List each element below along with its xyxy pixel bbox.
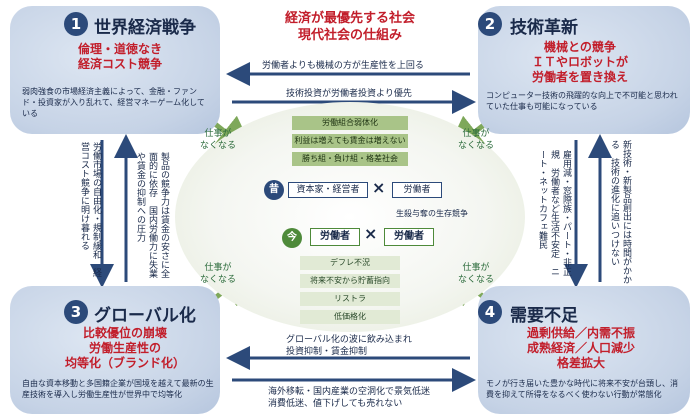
no-work-label-bl: 仕事が なくなる <box>200 263 237 285</box>
arrow-top1-label: 労働者よりも機械の方が生産性を上回る <box>262 61 424 71</box>
green-label-top-3: 勝ち組・負け組・格差社会 <box>292 152 408 166</box>
old-right-box: 労働者 <box>392 182 442 198</box>
quadrant-4-subtitle: 過剰供給／内需不振成熟経済／人口減少格差拡大 <box>526 326 635 370</box>
no-work-label-br: 仕事が なくなる <box>458 263 495 285</box>
green-label-bottom-1: デフレ不況 <box>300 256 400 270</box>
quadrant-4-title: 需要不足 <box>510 306 578 326</box>
green-label-bottom-2: 将来不安から貯蓄指向 <box>300 274 400 288</box>
old-x-mark: × <box>372 178 386 197</box>
quadrant-1-desc: 弱肉強食の市場経済主義によって、金融・ファンド・投資家が入り乱れて、経営マネーゲ… <box>22 87 205 118</box>
struggle-label: 生殺与奪の生存競争 <box>396 209 468 218</box>
left-inner-vertical-text: 製品の競争力は賃金の安さに全面的に依存 国内労働力に失業や賃金の抑制への圧力 <box>135 152 169 278</box>
green-label-top-1: 労働組合弱体化 <box>292 116 408 130</box>
green-label-top-2: 利益は増えても賃金は増えない <box>292 134 408 148</box>
center-title: 経済が最優先する社会 現代社会の仕組み <box>284 11 415 43</box>
no-work-label-tl: 仕事が なくなる <box>200 129 237 151</box>
quadrant-1-number: 1 <box>64 12 88 36</box>
quadrant-1-subtitle: 倫理・道徳なき経済コスト競争 <box>77 42 162 71</box>
old-label: 昔 <box>264 180 284 200</box>
left-vertical-text: 労働市場の自由化・規制緩和 経営コスト競争に明け暮れる <box>79 142 101 277</box>
quadrant-4-desc: モノが行き届いた豊かな時代に将来不安が台頭し、消費を抑えて所得をなるべく使わない… <box>486 379 678 399</box>
quadrant-2-desc: コンピューター技術の飛躍的な向上で不可能と思われていた仕事も可能になっている <box>486 91 678 111</box>
quadrant-3-subtitle: 比較優位の崩壊労働生産性の均等化（ブランド化） <box>64 326 185 370</box>
arrow-bottom1-label: グローバル化の波に飲み込まれ投資抑制・賃金抑制 <box>286 335 412 357</box>
no-work-label-tr: 仕事が なくなる <box>458 129 495 151</box>
right-vertical-text: 新技術・新製品創出には時間がかかる 技術の進化に追いつけない <box>609 140 631 284</box>
old-left-box: 資本家・経営者 <box>288 182 368 198</box>
arrow-top2-label: 技術投資が労働者投資より優先 <box>286 89 412 99</box>
quadrant-3-desc: 自由な資本移動と多国籍企業が国境を越えて最新の生産技術を導入し労働生産性が世界中… <box>22 379 214 399</box>
quadrant-3-number: 3 <box>64 300 88 324</box>
quadrant-4-number: 4 <box>478 300 502 324</box>
green-label-bottom-3: リストラ <box>300 292 400 306</box>
quadrant-4 <box>478 286 690 414</box>
now-x-mark: × <box>364 224 378 243</box>
now-right-box: 労働者 <box>384 228 434 246</box>
green-label-bottom-4: 低価格化 <box>300 310 400 324</box>
quadrant-1 <box>10 6 220 134</box>
now-left-box: 労働者 <box>310 228 360 246</box>
quadrant-2-number: 2 <box>478 12 502 36</box>
right-inner-vertical-text: 雇用減・窓際族・パート・非正規 労働者など生活不安定 ニート・ネットカフェ難民 <box>537 150 571 276</box>
quadrant-3 <box>10 286 220 414</box>
quadrant-1-title: 世界経済戦争 <box>94 18 196 38</box>
quadrant-2 <box>478 6 690 134</box>
quadrant-3-title: グローバル化 <box>94 306 196 326</box>
quadrant-2-title: 技術革新 <box>510 18 578 38</box>
now-label: 今 <box>282 228 302 248</box>
arrow-bottom2-label: 海外移転・国内産業の空洞化で景気低迷消費低迷、値下げしても売れない <box>268 387 431 409</box>
